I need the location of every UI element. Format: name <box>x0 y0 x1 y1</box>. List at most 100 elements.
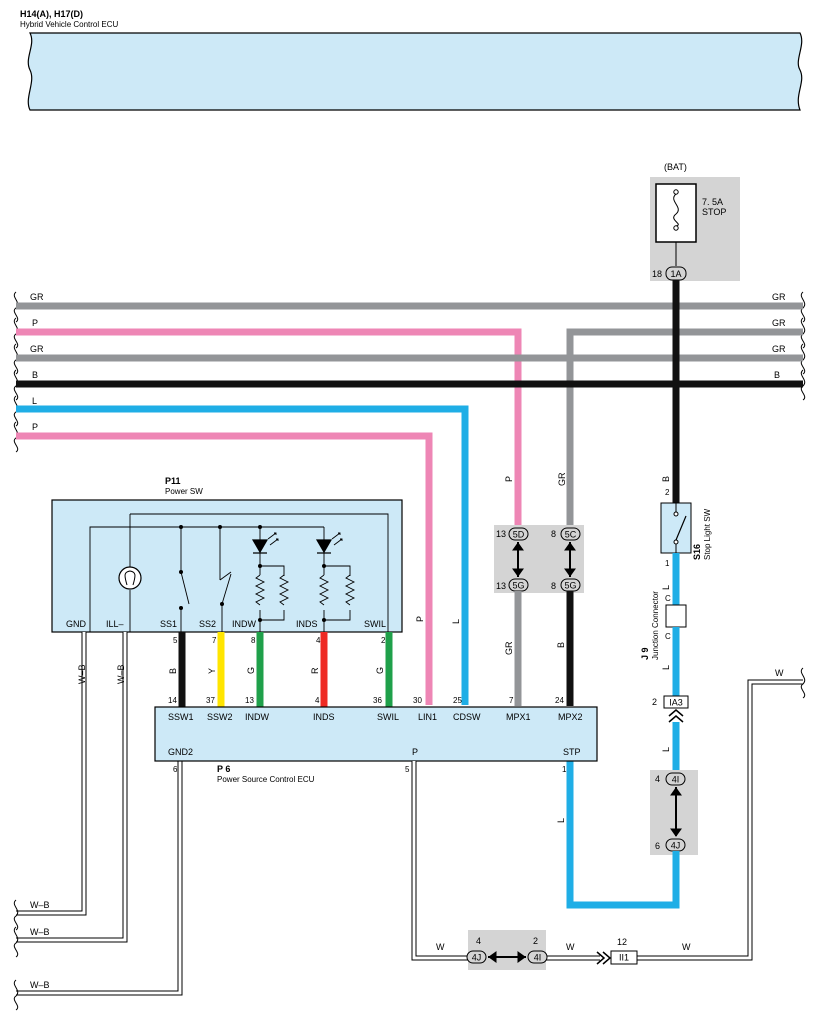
stop-sw-pin-bottom: 1 <box>665 559 670 568</box>
sw-pin-gnd: GND <box>66 619 87 629</box>
mpx-double-arrows <box>512 542 576 577</box>
stop-wire-l-label: L <box>661 585 671 590</box>
gnd-bottom-label-2: W–B <box>30 927 50 937</box>
wire-label-lin1: P <box>415 616 425 622</box>
wire-l-cdsw <box>16 405 469 705</box>
connector-bottom-4j <box>466 950 487 964</box>
ii1-chevrons <box>596 951 612 965</box>
j9-code: J 9 <box>640 647 650 660</box>
wire-label-ss1: B <box>168 668 178 674</box>
right-break-mark-w <box>800 667 806 699</box>
power-ecu-code: P 6 <box>217 764 230 774</box>
connector-4i <box>665 772 686 786</box>
ecu-pin-inds: INDS <box>313 712 335 722</box>
sw-pin-ss2: SS2 <box>199 619 216 629</box>
bottom-double-arrow <box>488 951 526 963</box>
wire-label-ss2: Y <box>207 668 217 674</box>
bus-label-r2: GR <box>772 318 786 328</box>
gnd-wires <box>16 632 183 996</box>
ecu-pin-mpx2: MPX2 <box>558 712 583 722</box>
svg-text:5G: 5G <box>512 581 524 591</box>
bus-label-l4: B <box>32 370 38 380</box>
wire-label-cdsw: L <box>451 619 461 624</box>
connector-5d <box>508 527 529 541</box>
wire-p-lin1 <box>16 432 433 705</box>
ecu-num-stp: 1 <box>562 765 567 774</box>
pin-bottom-4j: 4 <box>476 936 481 946</box>
connector-bottom-4i <box>527 950 548 964</box>
svg-text:5C: 5C <box>565 530 577 540</box>
sw-pin-indw: INDW <box>232 619 256 629</box>
j9-letter-top: C <box>665 594 671 603</box>
pin-4i: 4 <box>655 774 660 784</box>
w-label-3: W <box>682 942 691 952</box>
stop-wire-b-label: B <box>661 476 671 482</box>
hv-ecu-box <box>27 32 803 111</box>
wire-l-stp <box>566 761 680 909</box>
power-ecu-name: Power Source Control ECU <box>217 775 315 784</box>
pin-ia3: 2 <box>652 697 657 707</box>
j9-wire-label: L <box>661 665 671 670</box>
ecu-pin-swil: SWIL <box>377 712 399 722</box>
svg-text:5D: 5D <box>513 530 525 540</box>
sw-num-indw: 8 <box>251 636 256 645</box>
ecu-pin-gnd2: GND2 <box>168 747 193 757</box>
ecu-pin-mpx1: MPX1 <box>506 712 531 722</box>
pin-5g-b: 8 <box>551 581 556 591</box>
svg-text:1A: 1A <box>670 269 681 279</box>
w-label-2: W <box>566 942 575 952</box>
fuse-rating: 7. 5A <box>702 197 723 207</box>
bottom-w-wire <box>411 679 803 961</box>
pin-1a: 18 <box>652 269 662 279</box>
w-top-right-label: W <box>775 668 784 678</box>
wire-label-inds: R <box>310 667 320 674</box>
mpx1-wire-label: GR <box>504 641 514 655</box>
fuse-name: STOP <box>702 207 726 217</box>
j9-name: Junction Connector <box>651 591 660 660</box>
ecu-num-lin1: 30 <box>413 696 422 705</box>
sw-pin-ill: ILL– <box>106 619 124 629</box>
connector-ii1 <box>610 950 638 965</box>
sw-pin-swil: SWIL <box>364 619 386 629</box>
wire-label-indw: G <box>246 667 256 674</box>
bus-label-l2: P <box>32 318 38 328</box>
bus-label-l3: GR <box>30 344 44 354</box>
left-break-marks <box>13 291 19 453</box>
pin-5c: 8 <box>551 529 556 539</box>
w-label-1: W <box>436 942 445 952</box>
ecu-pin-cdsw: CDSW <box>453 712 481 722</box>
power-sw-code: P11 <box>165 476 181 486</box>
gnd-bottom-label-1: W–B <box>30 900 50 910</box>
ecu-num-indw: 13 <box>245 696 254 705</box>
led-inds-icon <box>315 539 333 554</box>
sw-pin-inds: INDS <box>296 619 318 629</box>
power-source-ecu-box <box>154 706 598 762</box>
mpx2-wire-label: B <box>556 642 566 648</box>
ecu-pin-ssw2: SSW2 <box>207 712 233 722</box>
stop-sw-pin-top: 2 <box>665 488 670 497</box>
svg-text:4I: 4I <box>672 775 680 785</box>
wire-gr-2 <box>566 328 803 532</box>
bat-label: (BAT) <box>664 162 687 172</box>
wire-label-swil: G <box>375 667 385 674</box>
bus-label-l6: P <box>32 422 38 432</box>
power-sw-dots <box>179 525 326 622</box>
pin-bottom-4i: 2 <box>533 936 538 946</box>
ecu-pin-indw: INDW <box>245 712 269 722</box>
wire-p-upper <box>16 328 522 532</box>
illumination-bulb-icon <box>118 566 142 590</box>
ecu-num-ssw2: 37 <box>206 696 215 705</box>
bottom-left-break-marks <box>13 899 19 1011</box>
sw-num-inds: 4 <box>316 636 321 645</box>
ecu-num-p: 5 <box>405 765 410 774</box>
ia3-chevrons <box>668 709 684 723</box>
ecu-pin-stp: STP <box>563 747 581 757</box>
svg-text:4I: 4I <box>534 953 542 963</box>
ecu-pin-lin1: LIN1 <box>418 712 437 722</box>
ecu-pin-p: P <box>412 747 418 757</box>
bus-label-r4: B <box>774 370 780 380</box>
pin-4j: 6 <box>655 841 660 851</box>
sw-num-ss2: 7 <box>212 636 217 645</box>
ecu-num-mpx2: 24 <box>555 696 564 705</box>
mpx-wire-gr-label: GR <box>557 472 567 486</box>
